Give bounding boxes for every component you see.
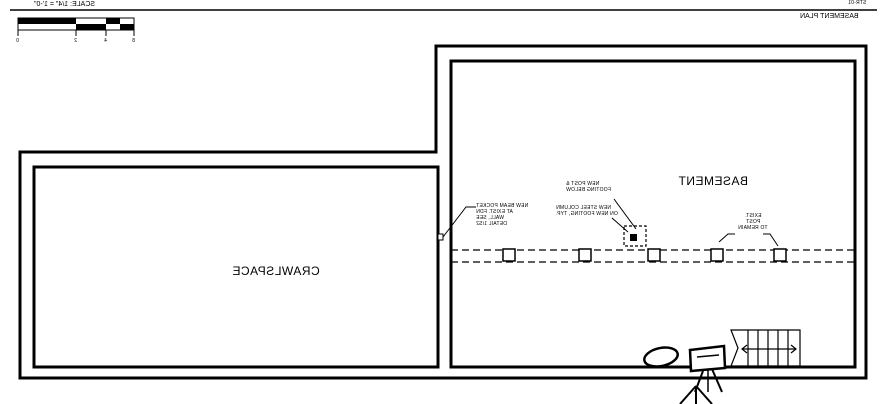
scale-tick-2: 2 xyxy=(74,38,77,44)
scale-label: SCALE: 1/4" = 1'-0" xyxy=(34,1,95,8)
beam-pocket-marker xyxy=(437,233,444,241)
sheet-small-label: STR-01 xyxy=(848,0,867,6)
crawlspace-label: CRAWLSPACE xyxy=(232,264,320,278)
post-note-mid: NEW STEEL COLUMN ON NEW FOOTING, TYP. xyxy=(556,205,618,217)
scale-tick-4: 4 xyxy=(104,38,107,44)
post-2 xyxy=(578,248,592,262)
post-4 xyxy=(710,248,724,262)
post-1 xyxy=(502,248,516,262)
outer-foundation-wall xyxy=(18,44,868,380)
furnace xyxy=(688,344,727,393)
north-arrow xyxy=(679,385,713,404)
basement-label: BASEMENT xyxy=(678,174,749,188)
post-5 xyxy=(773,248,787,262)
post-3 xyxy=(647,248,661,262)
stair xyxy=(730,329,801,367)
water-heater xyxy=(643,346,679,368)
scale-tick-8: 8 xyxy=(132,38,135,44)
new-column xyxy=(623,225,647,247)
wall-note: NEW BEAM POCKET AT EXIST. FDN WALL, SEE … xyxy=(476,203,529,227)
scale-bar xyxy=(17,17,135,36)
post-note-right: EXIST. POST TO REMAIN xyxy=(738,213,768,231)
scale-tick-0: 0 xyxy=(16,38,19,44)
leader-lines xyxy=(442,198,779,247)
crawlspace-wall xyxy=(32,165,440,369)
sheet-label: BASEMENT PLAN xyxy=(800,13,859,20)
post-note-top: NEW POST & FOOTING BELOW xyxy=(566,181,611,193)
